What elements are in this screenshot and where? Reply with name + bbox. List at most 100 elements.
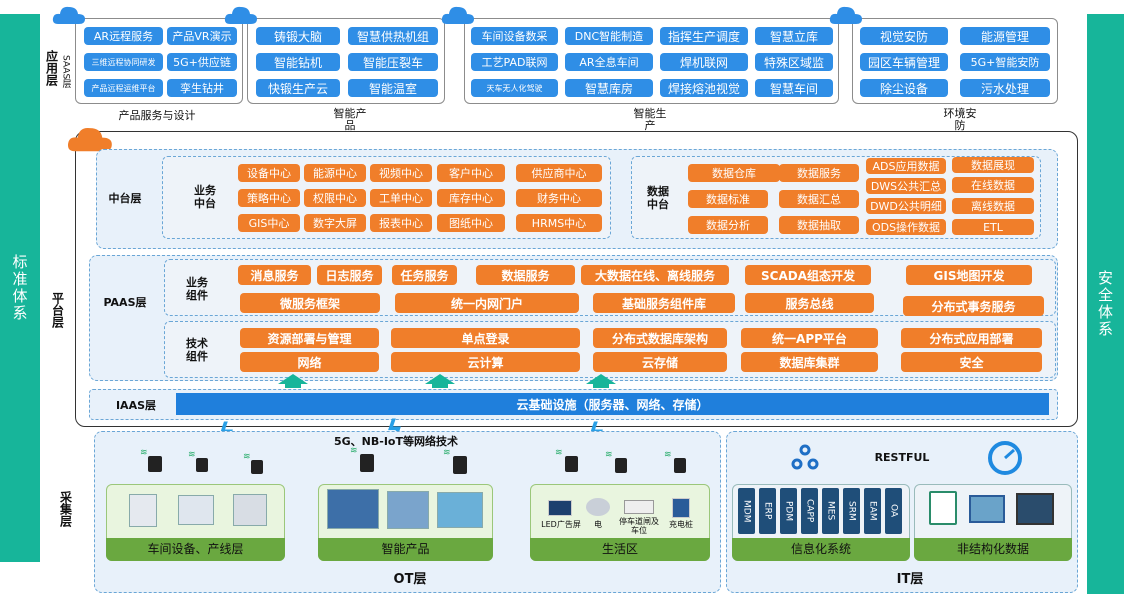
business-component[interactable]: GIS地图开发 [906,265,1032,285]
middle-platform-label: 中台层 [108,191,142,205]
app-item[interactable]: 三维远程协同研发 [84,53,163,71]
data-center-item[interactable]: 数据标准 [688,190,768,208]
business-center-item[interactable]: 数字大屏 [304,214,366,232]
data-center-item[interactable]: ETL [952,219,1034,235]
app-item[interactable]: 焊机联网 [660,53,748,71]
app-item[interactable]: 车间设备数采 [471,27,558,45]
it-system-item[interactable]: MES [822,488,839,534]
wifi-icon: ≋ [188,450,196,460]
app-item[interactable]: 智能温室 [348,79,438,97]
app-item[interactable]: 快锻生产云 [256,79,340,97]
app-item[interactable]: 产品远程运维平台 [84,79,163,97]
business-component[interactable]: 任务服务 [392,265,457,285]
tech-component[interactable]: 分布式应用部署 [901,328,1042,348]
it-system-item[interactable]: ERP [759,488,776,534]
data-center-item[interactable]: 在线数据 [952,177,1034,193]
tech-component[interactable]: 分布式数据库架构 [593,328,727,348]
living-item-label: 停车道闸及车位 [619,517,659,535]
business-center-item[interactable]: 财务中心 [516,189,602,207]
app-item[interactable]: 智能压裂车 [348,53,438,71]
app-item[interactable]: 铸锻大脑 [256,27,340,45]
business-component[interactable]: 统一内网门户 [395,293,579,313]
app-item[interactable]: 能源管理 [960,27,1050,45]
iaas-bar[interactable]: 云基础设施（服务器、网络、存储） [176,393,1049,415]
it-system-item[interactable]: CAPP [801,488,818,534]
tech-component[interactable]: 云计算 [391,352,580,372]
app-item[interactable]: 智慧立库 [755,27,833,45]
gateway-device-icon: ≋ [443,448,469,476]
app-item[interactable]: 智能钻机 [256,53,340,71]
business-center-item[interactable]: 视频中心 [370,164,432,182]
app-item[interactable]: 5G+智能安防 [960,53,1050,71]
business-center-item[interactable]: 策略中心 [238,189,300,207]
business-center-item[interactable]: 工单中心 [370,189,432,207]
app-item[interactable]: 焊接熔池视觉 [660,79,748,97]
app-item[interactable]: 孪生钻井 [167,79,237,97]
business-center-item[interactable]: 客户中心 [437,164,505,182]
app-item[interactable]: 智慧车间 [755,79,833,97]
app-item[interactable]: 特殊区域监 [755,53,833,71]
app-item[interactable]: 天车无人化驾驶 [471,79,558,97]
cloud-icon [224,6,257,24]
tech-component[interactable]: 统一APP平台 [741,328,878,348]
app-item[interactable]: 污水处理 [960,79,1050,97]
it-system-item[interactable]: EAM [864,488,881,534]
business-component[interactable]: 数据服务 [476,265,575,285]
data-center-item[interactable]: DWS公共汇总 [866,178,946,194]
business-center-item[interactable]: 能源中心 [304,164,366,182]
it-system-item[interactable]: OA [885,488,902,534]
app-item[interactable]: 指挥生产调度 [660,27,748,45]
business-middle-label: 业务中台 [194,184,216,210]
business-center-item[interactable]: 报表中心 [370,214,432,232]
business-component[interactable]: SCADA组态开发 [745,265,871,285]
app-item[interactable]: 智慧库房 [565,79,653,97]
business-center-item[interactable]: 图纸中心 [437,214,505,232]
data-center-item[interactable]: 数据分析 [688,216,768,234]
security-system-bar: 安全体系 [1087,14,1124,594]
business-center-item[interactable]: HRMS中心 [516,214,602,232]
data-center-item[interactable]: 数据服务 [779,164,859,182]
business-component[interactable]: 日志服务 [317,265,382,285]
app-item[interactable]: AR全息车间 [565,53,653,71]
data-center-item[interactable]: ADS应用数据 [866,158,946,174]
data-center-item[interactable]: 数据抽取 [779,216,859,234]
data-center-item[interactable]: 离线数据 [952,198,1034,214]
it-system-item[interactable]: SRM [843,488,860,534]
data-center-item[interactable]: DWD公共明细 [866,198,946,214]
product-image [327,489,379,529]
it-system-item[interactable]: MDM [738,488,755,534]
app-item[interactable]: 园区车辆管理 [860,53,948,71]
business-component[interactable]: 微服务框架 [240,293,380,313]
tech-component[interactable]: 网络 [240,352,379,372]
app-item[interactable]: DNC智能制造 [565,27,653,45]
tech-component[interactable]: 安全 [901,352,1042,372]
business-component[interactable]: 分布式事务服务 [903,296,1044,316]
business-center-item[interactable]: 供应商中心 [516,164,602,182]
business-center-item[interactable]: GIS中心 [238,214,300,232]
business-component[interactable]: 基础服务组件库 [593,293,735,313]
app-item[interactable]: 产品VR演示 [167,27,237,45]
app-item[interactable]: 5G+供应链 [167,53,237,71]
data-center-item[interactable]: 数据展现 [952,157,1034,173]
app-item[interactable]: 智慧供热机组 [348,27,438,45]
business-center-item[interactable]: 权限中心 [304,189,366,207]
data-center-item[interactable]: 数据仓库 [688,164,780,182]
business-component[interactable]: 消息服务 [238,265,311,285]
business-center-item[interactable]: 库存中心 [437,189,505,207]
tech-component[interactable]: 数据库集群 [741,352,878,372]
tech-component[interactable]: 单点登录 [391,328,580,348]
it-system-item[interactable]: PDM [780,488,797,534]
app-item[interactable]: 视觉安防 [860,27,948,45]
webhook-icon [791,444,819,470]
tech-component[interactable]: 云存储 [593,352,727,372]
app-item[interactable]: AR远程服务 [84,27,163,45]
app-item[interactable]: 工艺PAD联网 [471,53,558,71]
iaas-label: IAAS层 [115,398,157,412]
tech-component[interactable]: 资源部署与管理 [240,328,379,348]
business-center-item[interactable]: 设备中心 [238,164,300,182]
business-component[interactable]: 大数据在线、离线服务 [581,265,729,285]
data-center-item[interactable]: ODS操作数据 [866,219,946,235]
data-center-item[interactable]: 数据汇总 [779,190,859,208]
app-item[interactable]: 除尘设备 [860,79,948,97]
business-component[interactable]: 服务总线 [745,293,874,313]
